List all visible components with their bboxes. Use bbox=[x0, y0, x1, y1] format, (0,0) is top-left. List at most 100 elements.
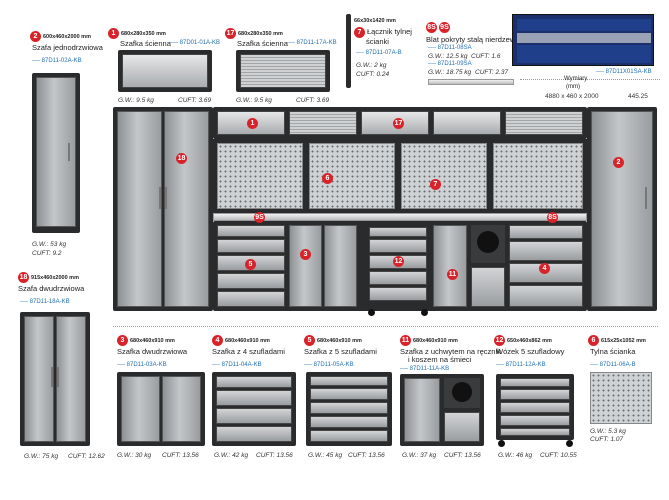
item-code: 87D11-08SA bbox=[428, 45, 472, 51]
item-dimensions: 915x460x2000 mm bbox=[30, 275, 79, 281]
item-dimensions: 66x30x1420 mm bbox=[354, 18, 396, 24]
item-title: Szafka z uchwytem na ręcznik bbox=[400, 347, 501, 356]
item-cuft: CUFT: 3.69 bbox=[296, 97, 330, 104]
item-title: Szafa dwudrzwiowa bbox=[18, 284, 85, 293]
bottom-item-header: 11 680x460x910 mm bbox=[400, 335, 458, 346]
set-dimensions: 4880 x 460 x 2000 bbox=[545, 93, 599, 100]
wall-cabinet-shutter-image bbox=[236, 50, 330, 92]
bottom-item-header: 12 650x460x862 mm bbox=[494, 335, 552, 346]
scene-back-panels bbox=[213, 139, 587, 213]
item-code: 87D11-04A-KB bbox=[212, 362, 262, 368]
scene-badge: 2 bbox=[613, 157, 624, 168]
item-code: 87D11-12A-KB bbox=[496, 362, 546, 368]
item-title: Szafka dwudrzwiowa bbox=[117, 347, 188, 356]
item-weight: G.W.: 37 kg bbox=[402, 452, 437, 459]
item-cuft: CUFT: 13.56 bbox=[348, 452, 385, 459]
scene-badge: 9S bbox=[254, 212, 265, 223]
item-code: 87D11-03A-KB bbox=[117, 362, 167, 368]
back-panel-image bbox=[590, 372, 652, 424]
item-code: 87D11-06A-B bbox=[590, 362, 636, 368]
item-number-badge: 7 bbox=[354, 27, 365, 38]
item-weight: G.W.: 5.3 kg bbox=[590, 428, 626, 435]
scene-badge: 17 bbox=[393, 118, 404, 129]
item-title: Łącznik tylnej bbox=[366, 27, 412, 36]
item-dimensions: 600x460x2000 mm bbox=[42, 34, 91, 40]
item-weight: G.W.: 46 kg bbox=[498, 452, 533, 459]
workshop-set-scene: 1 17 18 2 6 7 9S 8S 5 3 12 11 4 bbox=[113, 107, 658, 322]
item-number-badge: 3 bbox=[117, 335, 128, 346]
scene-badge: 4 bbox=[539, 263, 550, 274]
item-number-badge: 4 bbox=[212, 335, 223, 346]
item-number-badge: 17 bbox=[225, 28, 236, 39]
item-title-line2: ścianki bbox=[366, 37, 389, 46]
item-weight: G.W.: 9.5 kg bbox=[118, 97, 154, 104]
item-cuft: CUFT: 1.07 bbox=[590, 436, 624, 443]
wall-cabinet-image bbox=[118, 50, 212, 92]
item-cuft: CUFT: 12.62 bbox=[68, 453, 105, 460]
scene-badge: 12 bbox=[393, 256, 404, 267]
scene-badge: 8S bbox=[547, 212, 558, 223]
item-dimensions: 615x25x1052 mm bbox=[600, 338, 646, 344]
scene-towel-trash-cabinet bbox=[433, 225, 505, 307]
item-number-badge: 8S bbox=[426, 22, 437, 33]
four-drawer-cabinet-image bbox=[212, 372, 296, 446]
scene-badge: 7 bbox=[430, 179, 441, 190]
item-title-line2: i koszem na śmieci bbox=[408, 355, 472, 364]
item-title: Szafa jednodrzwiowa bbox=[32, 43, 103, 52]
item-weight: G.W.: 75 kg bbox=[24, 453, 59, 460]
back-connector-title: 7 Łącznik tylnej bbox=[354, 27, 412, 38]
item-weight: G.W.: 12.5 kg bbox=[428, 53, 468, 60]
item-title: Szafka z 4 szufladami bbox=[212, 347, 285, 356]
item-number-badge: 9S bbox=[438, 22, 450, 33]
item-weight: G.W.: 2 kg bbox=[356, 62, 387, 69]
scene-double-door-cabinet bbox=[113, 107, 213, 311]
set-dims-label: Wymiary bbox=[564, 76, 588, 82]
bottom-item-header: 6 615x25x1052 mm bbox=[588, 335, 646, 346]
item-title: Szafka z 5 szufladami bbox=[304, 347, 377, 356]
towel-trash-cabinet-image bbox=[400, 374, 484, 446]
single-door-cabinet-header: 2 600x460x2000 mm bbox=[30, 31, 91, 42]
scene-4-drawer-cabinet bbox=[509, 225, 583, 307]
item-dimensions: 680x460x910 mm bbox=[412, 338, 458, 344]
item-number-badge: 18 bbox=[18, 272, 29, 283]
item-cuft: CUFT: 13.56 bbox=[162, 452, 199, 459]
item-cuft: CUFT: 13.56 bbox=[256, 452, 293, 459]
item-number-badge: 5 bbox=[304, 335, 315, 346]
bottom-item-header: 5 680x460x910 mm bbox=[304, 335, 362, 346]
worktop-image bbox=[428, 79, 514, 85]
item-code: 87D11-07A-B bbox=[356, 50, 402, 56]
item-cuft: CUFT: 0.24 bbox=[356, 71, 390, 78]
bottom-item-header: 3 680x460x910 mm bbox=[117, 335, 175, 346]
item-title: Szafka ścienna bbox=[237, 39, 288, 48]
item-cuft: CUFT: 1.6 bbox=[471, 53, 501, 60]
item-weight: G.W.: 42 kg bbox=[214, 452, 249, 459]
item-code: 87D01-01A-KB bbox=[170, 40, 220, 46]
wall-cabinet-header: 1 680x280x350 mm bbox=[108, 28, 166, 39]
item-cuft: CUFT: 13.56 bbox=[444, 452, 481, 459]
scene-5-drawer-cabinet bbox=[217, 225, 285, 307]
item-weight: G.W.: 45 kg bbox=[308, 452, 343, 459]
two-door-cabinet-image bbox=[117, 372, 205, 446]
item-cuft: CUFT: 9.2 bbox=[32, 250, 62, 257]
scene-badge: 3 bbox=[300, 249, 311, 260]
item-title: Wózek 5 szufladowy bbox=[496, 347, 565, 356]
item-code: 87D11-09SA bbox=[428, 61, 472, 67]
item-weight: G.W.: 9.5 kg bbox=[236, 97, 272, 104]
five-drawer-trolley-image bbox=[496, 374, 574, 440]
item-code: 87D11-05A-KB bbox=[304, 362, 354, 368]
item-dimensions: 650x460x862 mm bbox=[506, 338, 552, 344]
item-code: 87D11-11A-KB bbox=[400, 366, 449, 372]
item-code: 87D11-18A-KB bbox=[20, 299, 70, 305]
item-dimensions: 680x280x350 mm bbox=[237, 31, 283, 37]
scene-2-door-cabinet bbox=[289, 225, 357, 307]
item-title: Blat pokryty stalą nierdzewną bbox=[426, 35, 524, 44]
double-door-cabinet-image bbox=[20, 312, 90, 446]
scene-badge: 5 bbox=[245, 259, 256, 270]
item-dimensions: 680x280x350 mm bbox=[120, 31, 166, 37]
item-dimensions: 680x460x910 mm bbox=[129, 338, 175, 344]
item-code: 87D11-02A-KB bbox=[32, 58, 82, 64]
item-cuft: CUFT: 3.69 bbox=[178, 97, 212, 104]
item-weight: G.W.: 30 kg bbox=[117, 452, 152, 459]
scene-badge: 18 bbox=[176, 153, 187, 164]
item-dimensions: 680x460x910 mm bbox=[224, 338, 270, 344]
